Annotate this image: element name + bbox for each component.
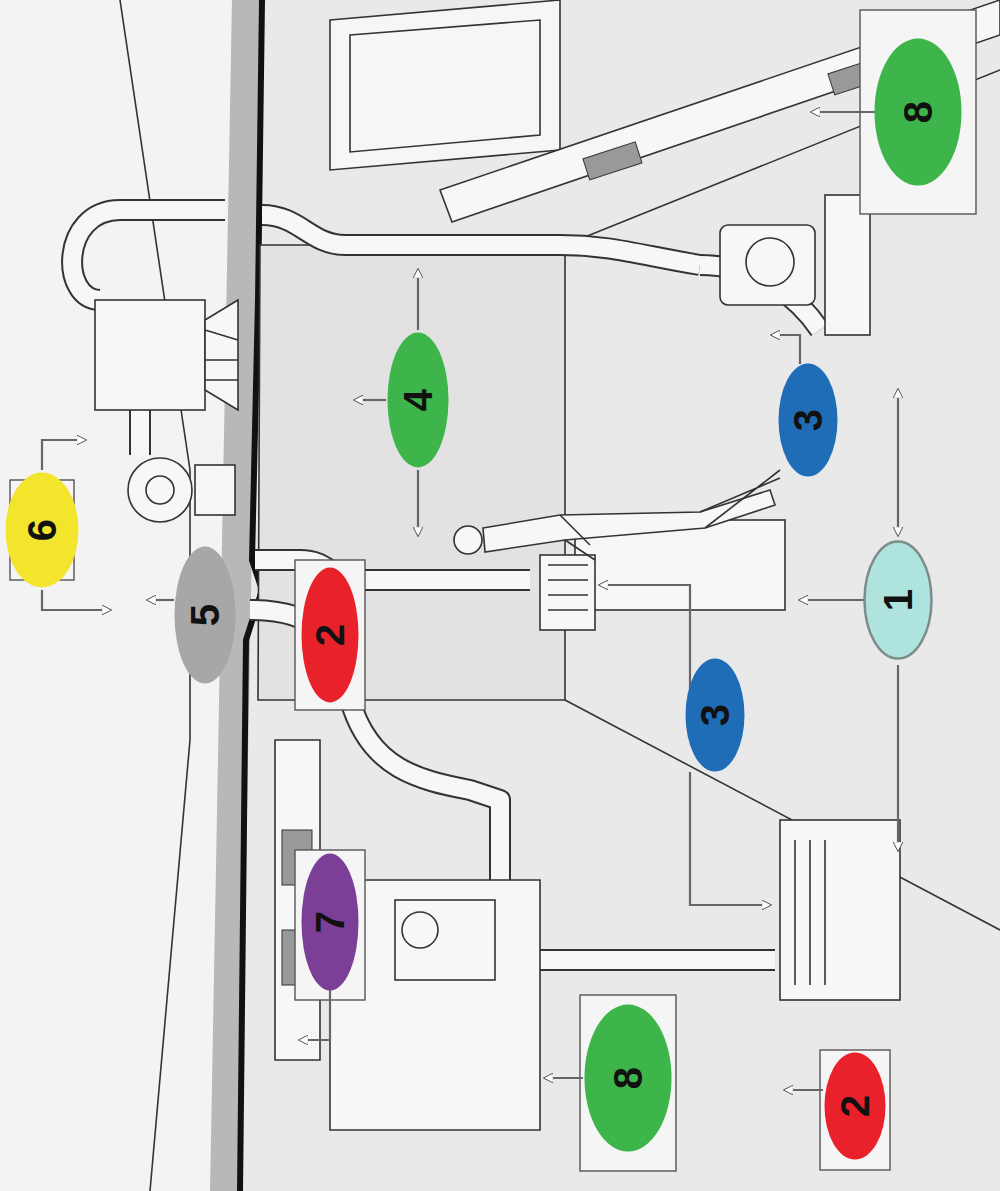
callout-ellipse-fill — [686, 659, 745, 772]
duct-work — [72, 210, 775, 960]
callout-bubble: 5 — [173, 545, 237, 685]
callout-ellipse-fill — [825, 1053, 886, 1160]
callout-arrows-part — [42, 590, 110, 610]
callout-arrows-part — [417, 270, 419, 330]
room-structure-part — [350, 20, 540, 152]
callout-bubble: 3 — [777, 362, 839, 478]
callout-bubble: 1 — [863, 540, 933, 660]
callout-arrows-part — [295, 850, 365, 1000]
callout-number: 4 — [398, 389, 438, 411]
machine-with-hood-part — [746, 238, 794, 286]
callout-ellipse-fill — [388, 333, 449, 468]
callout-number: 3 — [695, 704, 735, 726]
callout-bubble: 6 — [4, 471, 80, 589]
callout-arrows — [10, 10, 976, 1171]
callout-arrows-part — [580, 995, 676, 1171]
room-structure-part — [330, 0, 560, 170]
fan-units-part — [95, 300, 205, 410]
callout-ellipse-fill — [875, 39, 962, 186]
conveyor-and-supply-grilles — [275, 740, 540, 1130]
callout-arrows-part — [897, 665, 899, 850]
room-structure-part — [583, 142, 642, 180]
work-bench-and-worker-part — [560, 515, 595, 560]
callout-arrows-part — [785, 1089, 823, 1091]
duct-work-part — [262, 215, 700, 265]
callout-number: 3 — [788, 409, 828, 431]
work-bench-and-worker-part — [540, 555, 595, 630]
slot-exhaust-hood — [780, 820, 900, 1000]
slot-exhaust-hood-part — [780, 820, 900, 1000]
callout-number: 8 — [898, 101, 938, 123]
work-bench-and-worker-part — [700, 470, 780, 528]
callout-number: 1 — [878, 589, 918, 611]
duct-work-part — [72, 210, 225, 300]
callout-arrows-part — [772, 335, 800, 364]
callout-arrows-part — [300, 990, 330, 1040]
duct-work-part — [129, 410, 151, 455]
callout-number: 5 — [185, 604, 225, 626]
fan-units — [95, 300, 238, 522]
callout-ellipse-fill — [175, 547, 236, 684]
machine-with-hood-part — [720, 225, 815, 305]
fan-units-part — [195, 465, 235, 515]
conveyor-and-supply-grilles-part — [395, 900, 495, 980]
callout-arrows-part — [295, 560, 365, 710]
callout-ellipse-fill — [779, 364, 838, 477]
callout-arrows-part — [417, 470, 419, 535]
duct-work-part — [72, 210, 225, 300]
duct-work-part — [262, 215, 700, 265]
callout-arrows-part — [812, 111, 875, 113]
work-bench-and-worker-part — [548, 565, 588, 610]
callout-ellipse-fill — [585, 1005, 672, 1152]
callout-ellipse-fill — [302, 568, 359, 703]
fan-units-part — [146, 476, 174, 504]
machine-with-hood — [700, 195, 870, 335]
callout-arrows-part — [545, 1077, 583, 1079]
callout-bubble: 2 — [300, 566, 360, 704]
callout-arrows-part — [820, 1050, 890, 1170]
callout-ellipse-fill — [6, 473, 79, 588]
callout-ellipse-fill — [302, 854, 359, 991]
fan-units-part — [205, 300, 238, 410]
callout-arrows-part — [148, 599, 174, 601]
callout-arrows-part — [600, 585, 690, 690]
callout-number: 2 — [310, 624, 350, 646]
callout-bubble: 2 — [823, 1051, 887, 1161]
room-structure-part — [0, 0, 262, 1191]
slot-exhaust-hood-part — [795, 840, 825, 985]
callout-number: 6 — [22, 519, 62, 541]
callout-arrows-part — [800, 599, 864, 601]
callout-ellipse-fill — [865, 542, 932, 659]
callout-bubble: 7 — [300, 852, 360, 992]
room-structure-part — [440, 0, 1000, 222]
fan-units-part — [128, 458, 192, 522]
machine-with-hood-part — [825, 195, 870, 335]
callout-arrows-part — [860, 10, 976, 214]
callout-arrows-part — [42, 440, 85, 470]
duct-work-part — [131, 410, 149, 455]
work-bench-and-worker-part — [454, 526, 482, 554]
fan-units-part — [205, 330, 238, 380]
work-bench-and-worker — [454, 470, 785, 630]
callout-arrows-part — [897, 390, 899, 535]
callout-arrows-part — [355, 399, 386, 401]
callout-number: 2 — [835, 1095, 875, 1117]
callout-bubble: 8 — [583, 1003, 673, 1153]
conveyor-and-supply-grilles-part — [402, 912, 438, 948]
callout-arrows-part — [690, 772, 770, 905]
callout-bubble: 3 — [684, 657, 746, 773]
callout-bubble: 4 — [386, 331, 450, 469]
callout-bubble: 8 — [873, 37, 963, 187]
callout-number: 7 — [310, 911, 350, 933]
callout-number: 8 — [608, 1067, 648, 1089]
